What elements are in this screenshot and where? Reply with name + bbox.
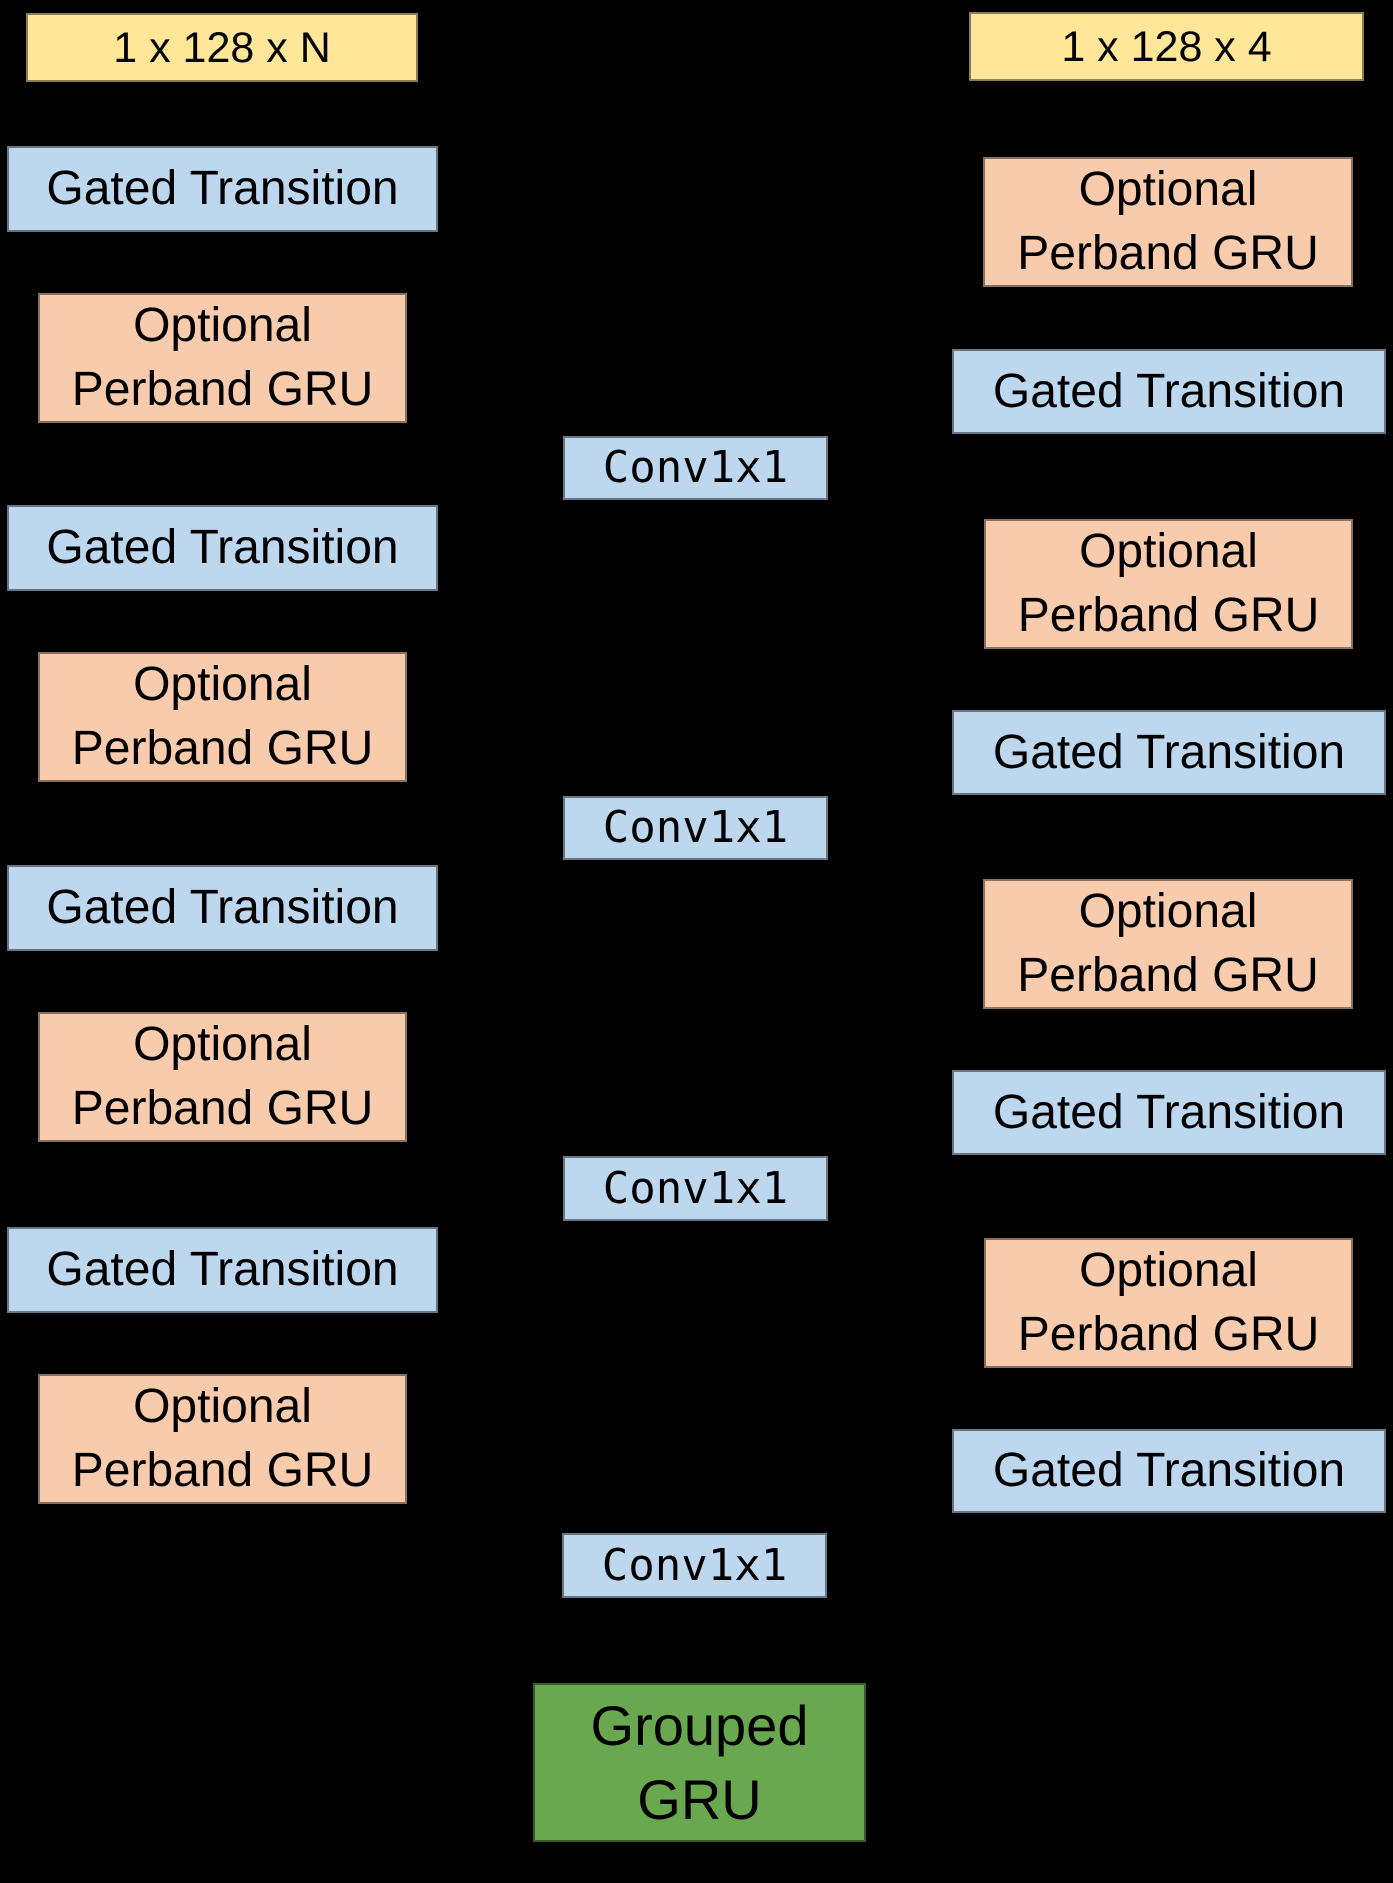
perband-gru-box: Optional Perband GRU (38, 1374, 407, 1504)
gated-transition-box: Gated Transition (7, 505, 438, 591)
conv1x1-box: Conv1x1 (563, 1156, 828, 1221)
gated-transition-box: Gated Transition (7, 1227, 438, 1313)
gated-transition-box: Gated Transition (7, 146, 438, 232)
perband-gru-box: Optional Perband GRU (983, 157, 1353, 287)
gated-transition-box: Gated Transition (7, 865, 438, 951)
grouped-gru-box: Grouped GRU (533, 1683, 866, 1842)
perband-gru-box: Optional Perband GRU (38, 1012, 407, 1142)
gated-transition-box: Gated Transition (952, 1429, 1386, 1513)
conv1x1-box: Conv1x1 (563, 796, 828, 860)
perband-gru-box: Optional Perband GRU (38, 293, 407, 423)
input-shape-box-right: 1 x 128 x 4 (969, 12, 1364, 81)
gated-transition-box: Gated Transition (952, 349, 1386, 434)
perband-gru-box: Optional Perband GRU (984, 519, 1353, 649)
conv1x1-box: Conv1x1 (563, 436, 828, 500)
perband-gru-box: Optional Perband GRU (984, 1238, 1353, 1368)
input-shape-box-left: 1 x 128 x N (26, 13, 418, 82)
gated-transition-box: Gated Transition (952, 710, 1386, 795)
conv1x1-box: Conv1x1 (562, 1533, 827, 1598)
perband-gru-box: Optional Perband GRU (38, 652, 407, 782)
gated-transition-box: Gated Transition (952, 1070, 1386, 1155)
perband-gru-box: Optional Perband GRU (983, 879, 1353, 1009)
